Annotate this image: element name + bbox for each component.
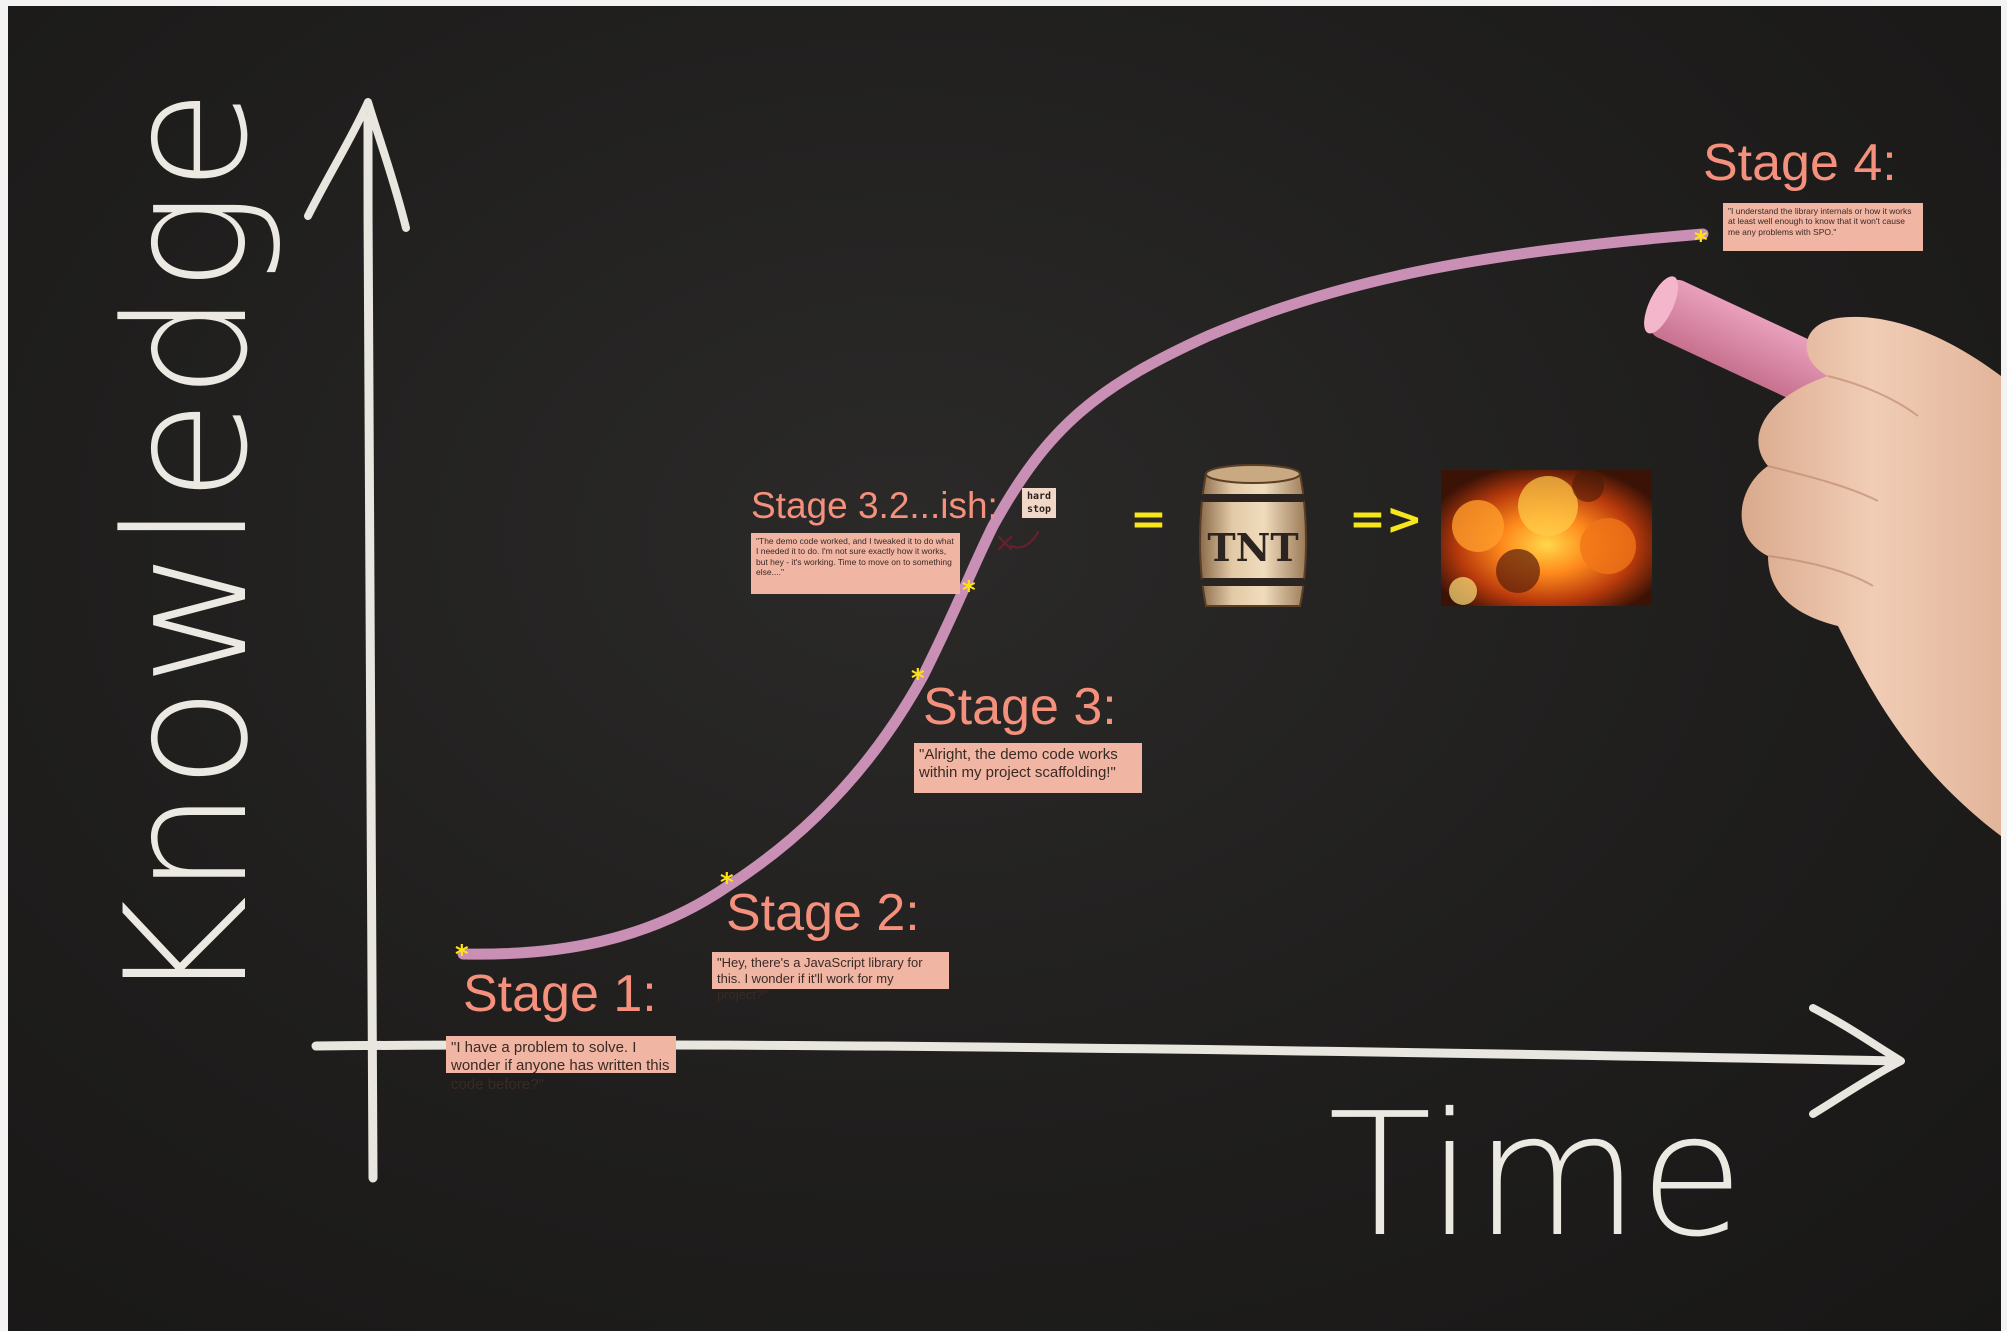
stage-3-title: Stage 3: <box>923 678 1117 736</box>
stage-2-star-icon: * <box>720 868 734 898</box>
stage-1-star-icon: * <box>455 940 469 970</box>
tnt-barrel-icon: TNT <box>1199 464 1307 607</box>
hard-stop-note: hard stop <box>1022 488 1056 518</box>
chalkboard: Knowledge Time Stage 1: Stage 2: Stage 3… <box>8 6 2001 1331</box>
stage-4-star-icon: * <box>1694 226 1708 256</box>
tnt-label: TNT <box>1207 525 1298 570</box>
stage-3-quote: "Alright, the demo code works within my … <box>914 743 1142 793</box>
stage-4-quote: "I understand the library internals or h… <box>1723 203 1923 251</box>
implies-arrow: => <box>1349 494 1423 545</box>
equals-sign: = <box>1130 494 1167 545</box>
hand-holding-chalk-icon <box>1644 276 2001 837</box>
y-axis <box>363 113 378 1183</box>
stage-3-2-star-icon: * <box>962 576 976 606</box>
x-axis-label: Time <box>1328 1077 1744 1275</box>
stage-3-2-title: Stage 3.2...ish: <box>751 485 998 526</box>
stage-1-quote: "I have a problem to solve. I wonder if … <box>446 1036 676 1093</box>
y-axis-arrowhead <box>304 98 410 232</box>
x-axis-arrowhead <box>1809 1004 1905 1118</box>
stage-2-title: Stage 2: <box>726 884 920 942</box>
diagram-canvas: Knowledge Time Stage 1: Stage 2: Stage 3… <box>89 88 2001 1275</box>
stage-2-quote: "Hey, there's a JavaScript library for t… <box>712 952 949 1002</box>
explosion-icon <box>1441 470 1652 606</box>
stage-1-title: Stage 1: <box>463 965 657 1023</box>
stage-4-title: Stage 4: <box>1703 134 1897 192</box>
stage-3-star-icon: * <box>911 664 925 694</box>
y-axis-label: Knowledge <box>89 88 285 1006</box>
hard-stop-cross <box>997 530 1040 551</box>
knowledge-curve <box>457 228 1709 960</box>
stage-3-2-quote: "The demo code worked, and I tweaked it … <box>751 533 960 594</box>
